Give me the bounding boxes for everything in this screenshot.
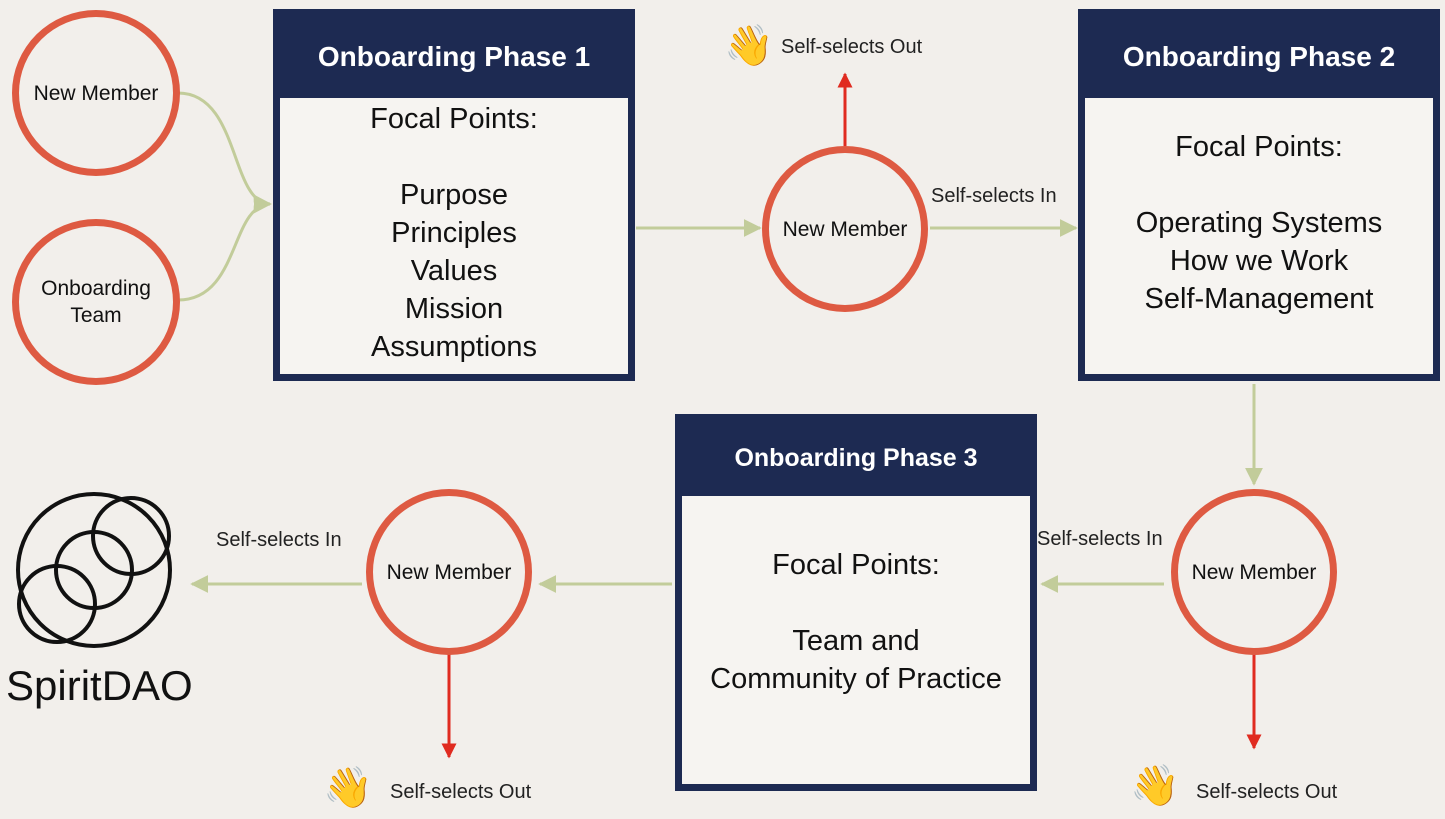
waving-hand-icon: 👋 — [1130, 764, 1180, 808]
phase-title: Onboarding Phase 3 — [682, 421, 1030, 496]
phase-body: Focal Points: Operating Systems How we W… — [1085, 98, 1433, 318]
self-selects-out-label: Self-selects Out — [390, 781, 532, 803]
phase-title: Onboarding Phase 2 — [1085, 16, 1433, 98]
flow-onboarding-team-to-phase1 — [177, 195, 272, 302]
self-selects-in-label: Self-selects In — [931, 185, 1057, 207]
new-member-circle-after-phase2: New Member — [1171, 489, 1337, 655]
new-member-circle-after-phase1: New Member — [762, 146, 928, 312]
waving-hand-icon: 👋 — [323, 766, 373, 810]
phase-title: Onboarding Phase 1 — [280, 16, 628, 98]
flow-new-member-to-phase1 — [177, 91, 272, 213]
onboarding-team-label: Onboarding Team — [41, 277, 151, 327]
onboarding-phase-1-box: Onboarding Phase 1 Focal Points: Purpose… — [273, 9, 635, 381]
focal-points-heading: Focal Points: — [370, 103, 538, 135]
onboarding-team-circle: Onboarding Team — [12, 219, 180, 385]
new-member-label: New Member — [1191, 560, 1317, 584]
focal-item: Team and — [792, 625, 920, 657]
new-member-label: New Member — [33, 81, 159, 105]
new-member-label: New Member — [782, 217, 908, 241]
spiritdao-logo-text: SpiritDAO — [6, 662, 193, 709]
focal-item: Self-Management — [1144, 283, 1374, 315]
focal-points-heading: Focal Points: — [1175, 131, 1343, 163]
focal-item: Assumptions — [370, 331, 537, 363]
waving-hand-icon: 👋 — [724, 24, 774, 68]
focal-item: Values — [410, 255, 498, 287]
phase-body: Focal Points: Team and Community of Prac… — [682, 496, 1030, 698]
focal-item: Mission — [404, 293, 504, 325]
self-selects-in-label: Self-selects In — [216, 529, 342, 551]
self-selects-in-label: Self-selects In — [1037, 528, 1163, 550]
self-selects-out-label: Self-selects Out — [1196, 781, 1338, 803]
spiritdao-logo-icon — [16, 492, 172, 648]
self-selects-out-label: Self-selects Out — [781, 36, 923, 58]
focal-item: Principles — [391, 217, 517, 249]
new-member-circle-after-phase3: New Member — [366, 489, 532, 655]
focal-item: Community of Practice — [710, 663, 1002, 695]
focal-points-heading: Focal Points: — [772, 549, 940, 581]
focal-item: How we Work — [1169, 245, 1349, 277]
new-member-label: New Member — [386, 560, 512, 584]
new-member-circle: New Member — [12, 10, 180, 176]
onboarding-phase-2-box: Onboarding Phase 2 Focal Points: Operati… — [1078, 9, 1440, 381]
onboarding-phase-3-box: Onboarding Phase 3 Focal Points: Team an… — [675, 414, 1037, 791]
focal-item: Operating Systems — [1135, 207, 1383, 239]
focal-item: Purpose — [399, 179, 508, 211]
phase-body: Focal Points: Purpose Principles Values … — [280, 98, 628, 366]
